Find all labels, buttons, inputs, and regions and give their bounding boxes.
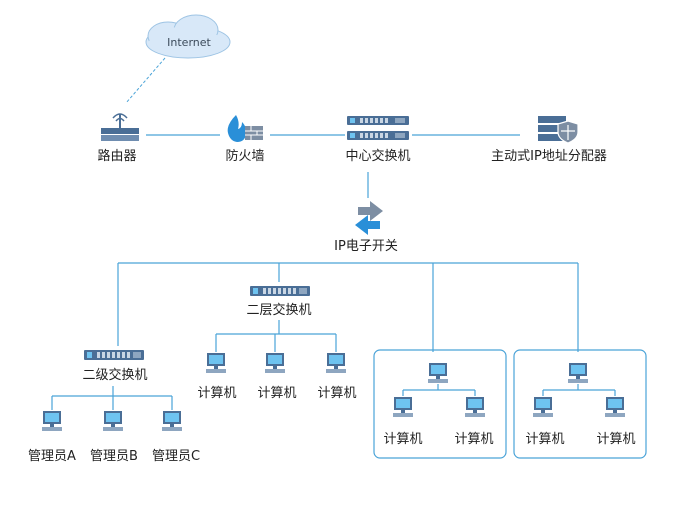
- computer-icon: [463, 396, 487, 424]
- computer-icon: [204, 352, 228, 380]
- computer-icon: [566, 362, 590, 390]
- computer-icon: [426, 362, 450, 390]
- firewall-label: 防火墙: [225, 149, 265, 164]
- internet-cloud-icon: [145, 14, 231, 59]
- pc-group-box-1: [373, 349, 507, 459]
- router-label: 路由器: [97, 149, 137, 164]
- l2-switch-icon: [250, 286, 310, 296]
- l2-switch-label: 二层交换机: [246, 303, 312, 318]
- ip-switch-arrows-icon: [355, 201, 383, 235]
- pc-label: 计算机: [317, 386, 357, 401]
- admin-a-label: 管理员A: [28, 449, 76, 464]
- l2-switch-b-icon: [84, 350, 144, 360]
- pc-label: 计算机: [596, 432, 636, 447]
- core-switch-label: 中心交换机: [345, 149, 411, 164]
- internet-label: Internet: [167, 36, 211, 49]
- pc-label: 计算机: [197, 386, 237, 401]
- server-shield-icon: [538, 116, 579, 144]
- firewall-icon: [227, 115, 263, 142]
- computer-icon: [531, 396, 555, 424]
- computer-icon: [40, 410, 64, 438]
- pc-label: 计算机: [383, 432, 423, 447]
- dhcp-label: 主动式IP地址分配器: [491, 149, 607, 164]
- router-icon: [101, 113, 139, 141]
- computer-icon: [101, 410, 125, 438]
- ip-switch-label: IP电子开关: [334, 239, 398, 254]
- pc-label: 计算机: [257, 386, 297, 401]
- pc-label: 计算机: [525, 432, 565, 447]
- computer-icon: [263, 352, 287, 380]
- admin-c-label: 管理员C: [151, 449, 201, 464]
- computer-icon: [160, 410, 184, 438]
- pc-group-box-2: [513, 349, 647, 459]
- computer-icon: [324, 352, 348, 380]
- computer-icon: [603, 396, 627, 424]
- admin-b-label: 管理员B: [90, 449, 138, 464]
- pc-label: 计算机: [454, 432, 494, 447]
- l2-switch-b-label: 二级交换机: [82, 368, 148, 383]
- computer-icon: [391, 396, 415, 424]
- core-switch-icon: [347, 116, 409, 140]
